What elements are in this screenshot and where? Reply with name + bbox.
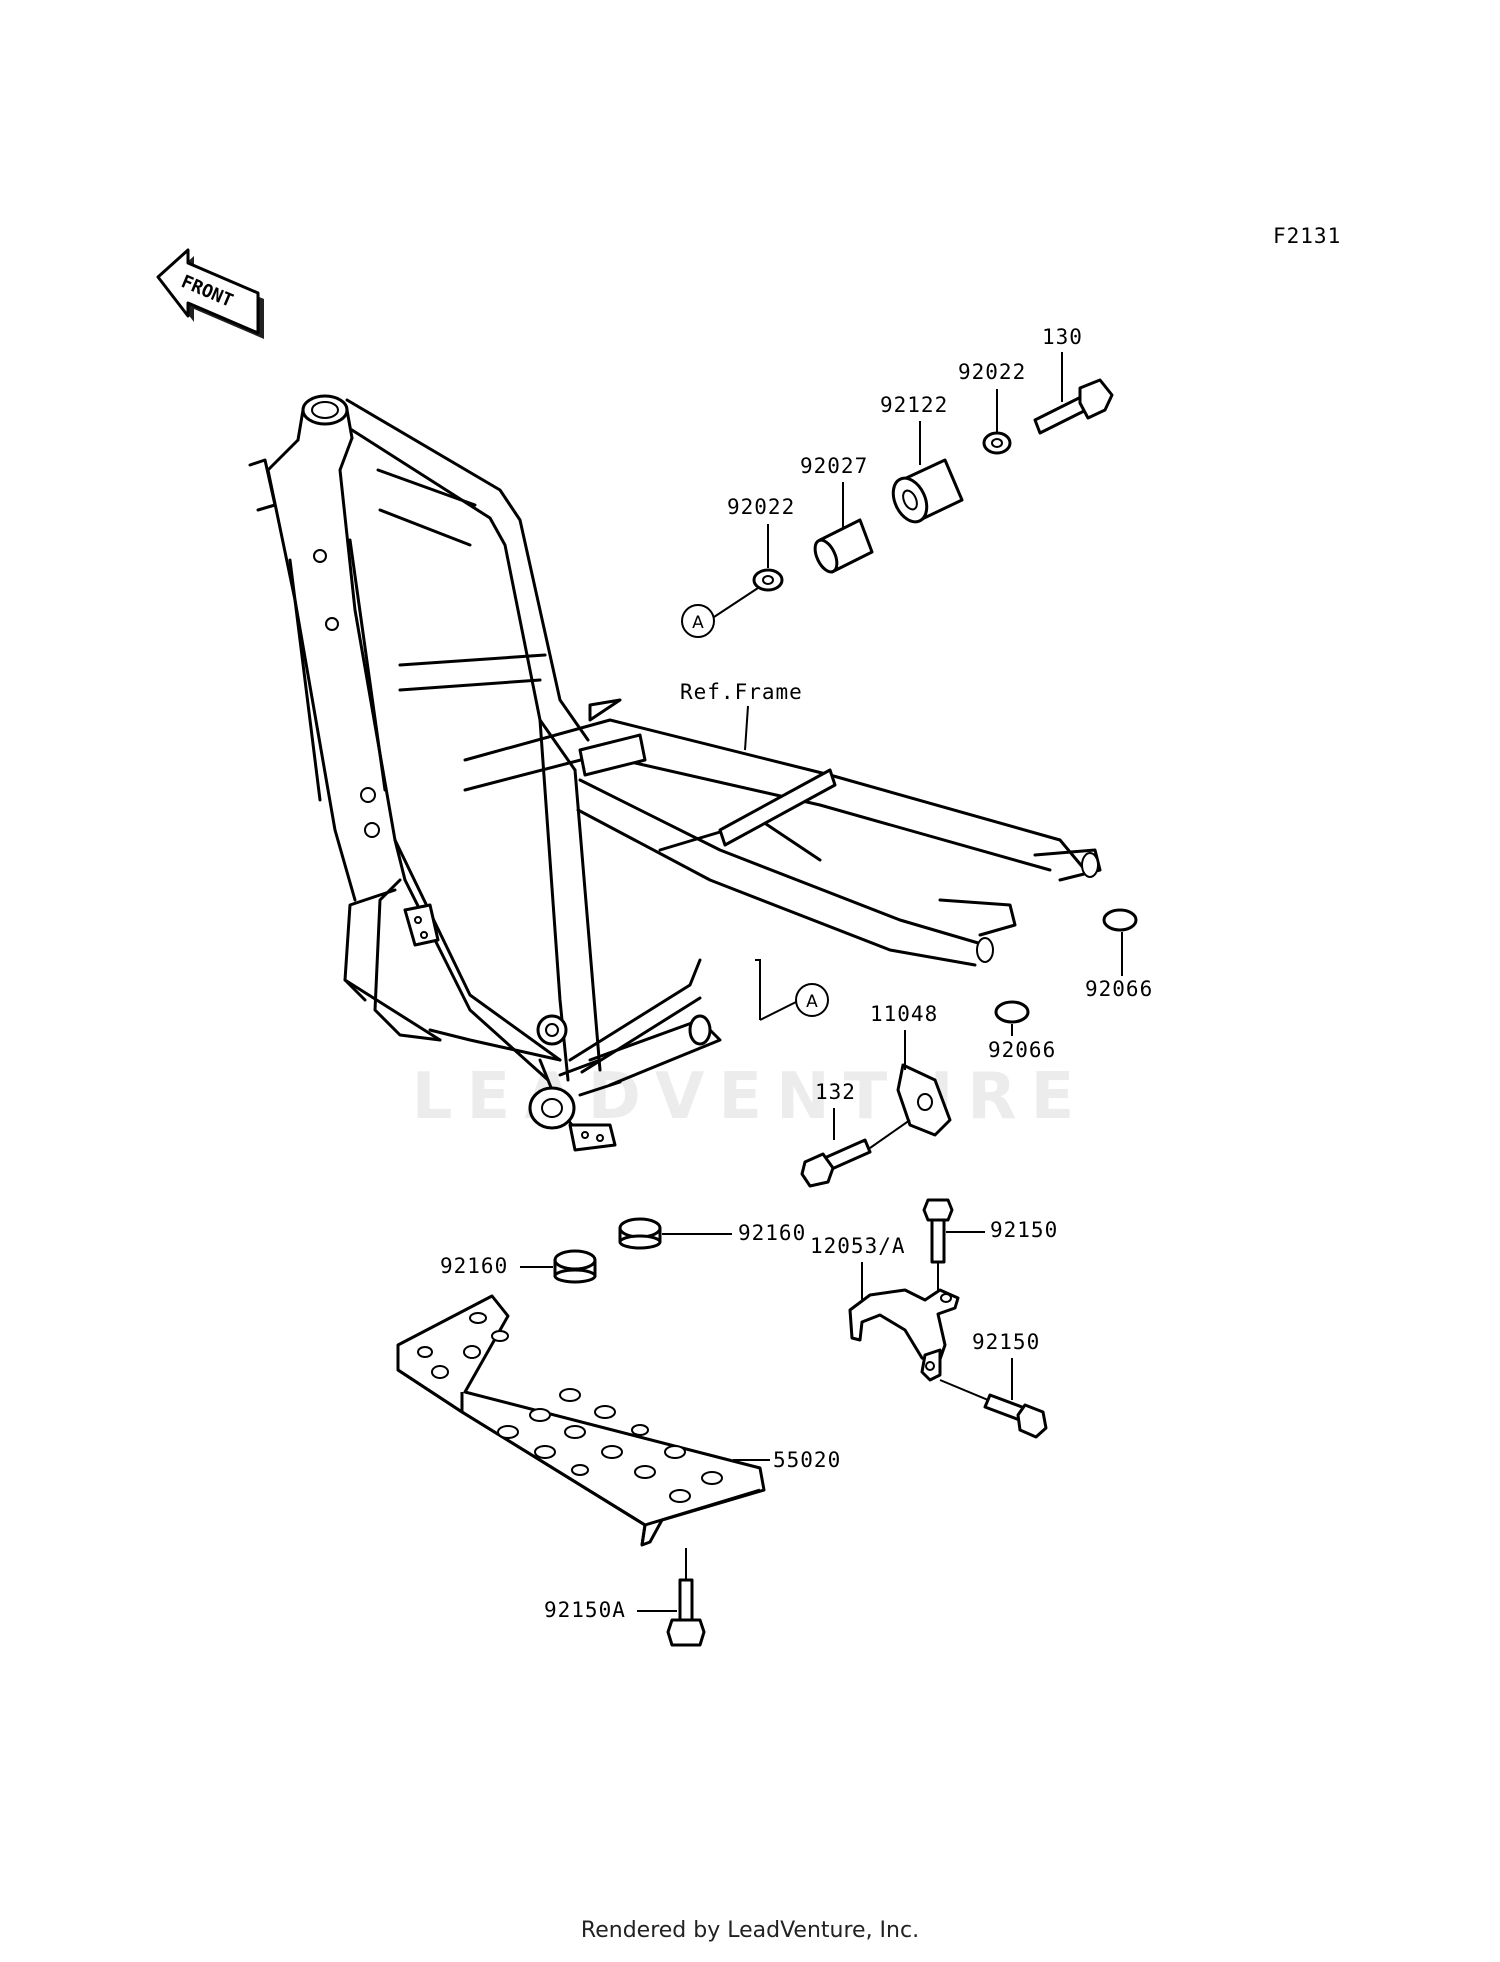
ref-frame-label: Ref.Frame — [680, 680, 803, 704]
callout-130: 130 — [1042, 325, 1083, 349]
plug-92160-right — [618, 1217, 662, 1250]
plug-92160-left — [553, 1249, 597, 1284]
watermark: LEADVENTURE — [412, 1060, 1089, 1134]
callout-92150-top: 92150 — [990, 1218, 1058, 1242]
callout-92022-left: 92022 — [727, 495, 795, 519]
callout-92066-right: 92066 — [1085, 977, 1153, 1001]
callout-11048: 11048 — [870, 1002, 938, 1026]
callout-12053a: 12053/A — [810, 1234, 906, 1258]
callout-55020: 55020 — [773, 1448, 841, 1472]
bushing-92122 — [891, 458, 964, 524]
marker-a-bottom: A — [795, 983, 829, 1017]
plug-92066-left — [994, 1000, 1030, 1024]
marker-letter: A — [692, 613, 704, 633]
spacer-92027 — [813, 518, 874, 574]
marker-letter: A — [806, 992, 818, 1012]
callout-92022-top: 92022 — [958, 360, 1026, 384]
bracket-11048 — [896, 1063, 952, 1137]
callout-92027: 92027 — [800, 454, 868, 478]
bracket-12053a — [848, 1288, 960, 1382]
bolt-132 — [800, 1138, 872, 1188]
callout-92150a: 92150A — [544, 1598, 626, 1622]
plug-92066-right — [1102, 908, 1138, 932]
callout-92066-left: 92066 — [988, 1038, 1056, 1062]
washer-92022-top — [982, 431, 1012, 455]
bolt-130 — [1033, 378, 1114, 435]
callout-92160-right: 92160 — [738, 1221, 806, 1245]
bolt-92150-top — [922, 1198, 954, 1264]
marker-a-top: A — [681, 604, 715, 638]
callout-92160-left: 92160 — [440, 1254, 508, 1278]
front-arrow-icon: FRONT — [156, 248, 264, 339]
washer-92022-left — [752, 568, 784, 592]
callout-132: 132 — [815, 1080, 856, 1104]
footer-credit: Rendered by LeadVenture, Inc. — [580, 1918, 920, 1943]
skid-plate-outline — [396, 1294, 766, 1547]
motorcycle-frame — [248, 394, 1102, 1152]
diagram-code: F2131 — [1273, 224, 1341, 248]
bolt-92150-bottom — [983, 1393, 1048, 1439]
callout-92122: 92122 — [880, 393, 948, 417]
bolt-92150a — [666, 1578, 706, 1647]
callout-92150-bottom: 92150 — [972, 1330, 1040, 1354]
